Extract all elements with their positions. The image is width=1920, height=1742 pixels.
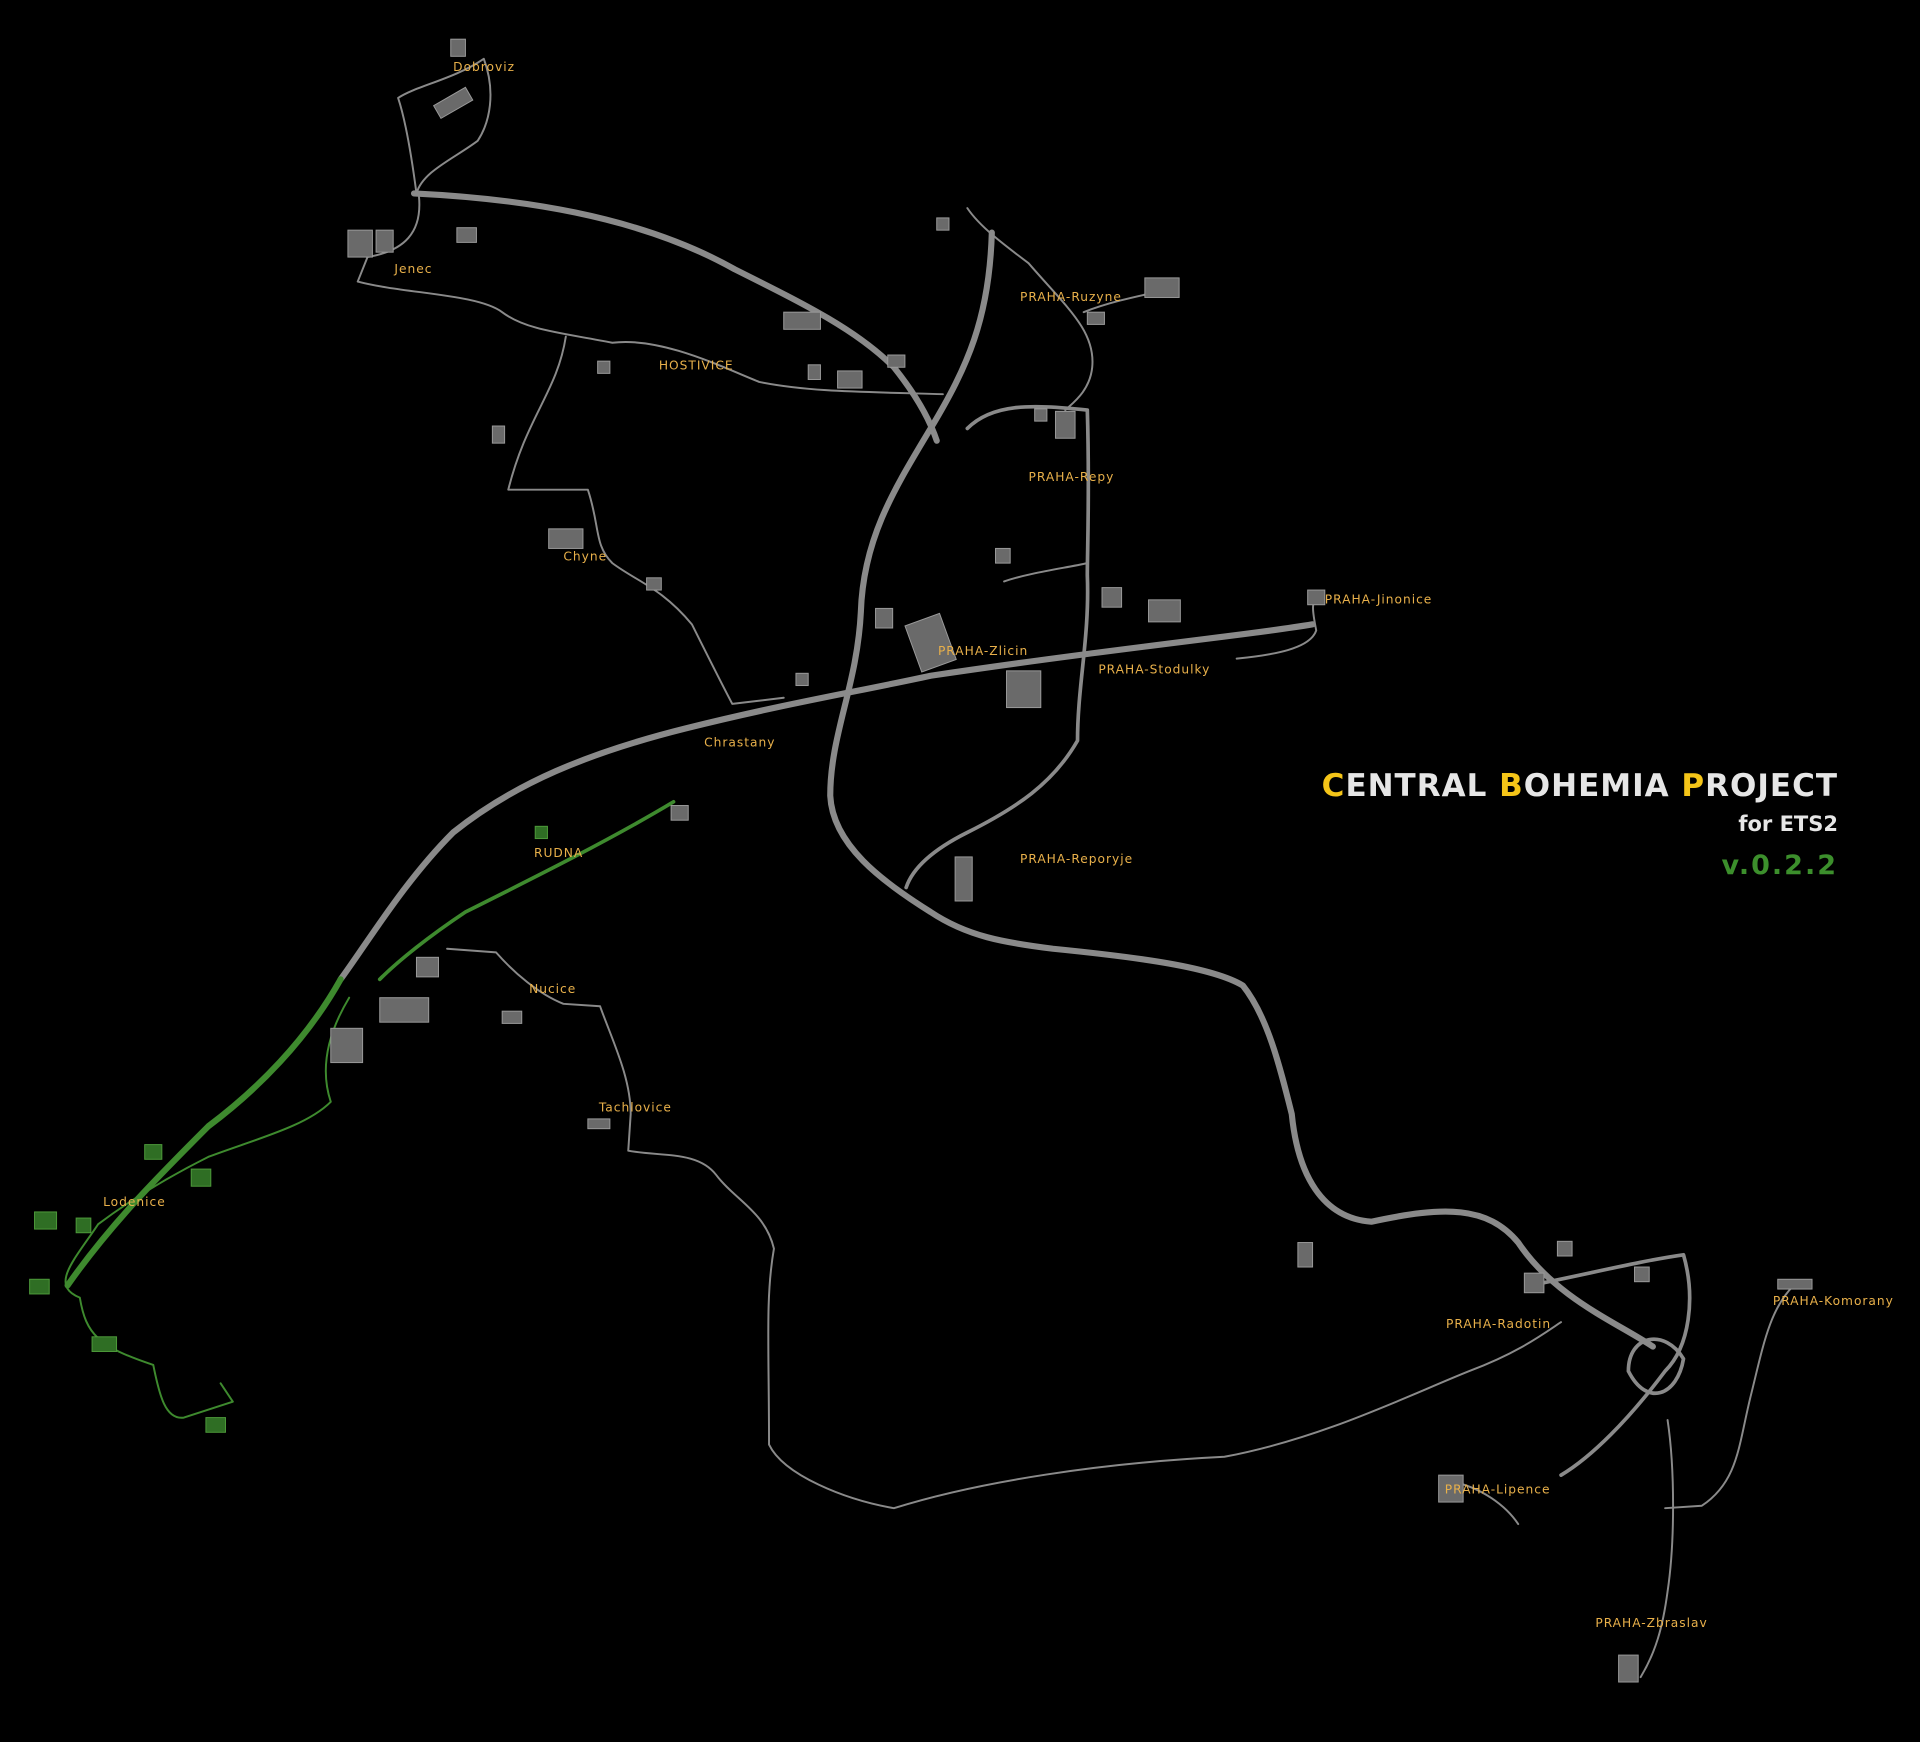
road-lodenice-explored [64, 996, 351, 1419]
road-rudna-explored [377, 799, 676, 982]
building [450, 38, 466, 57]
road-radotin-loop [1626, 1337, 1686, 1395]
building-explored [75, 1217, 92, 1234]
building [670, 805, 689, 821]
building [646, 577, 662, 591]
building [995, 547, 1011, 564]
road-chyne [507, 335, 785, 705]
building [347, 229, 373, 258]
label-lodenice[interactable]: Lodenice [103, 1195, 166, 1209]
project-title-block: CENTRAL BOHEMIA PROJECT for ETS2 v.0.2.2 [1322, 768, 1838, 881]
building [936, 217, 950, 231]
buildings [29, 38, 1813, 1683]
title-initial: C [1321, 768, 1346, 804]
label-chrastany[interactable]: Chrastany [704, 736, 775, 750]
project-version: v.0.2.2 [1721, 850, 1838, 881]
label-tachlovice[interactable]: Tachlovice [598, 1101, 672, 1115]
label-praha-radotin[interactable]: PRAHA-Radotin [1446, 1317, 1551, 1331]
label-praha-zlicin[interactable]: PRAHA-Zlicin [938, 644, 1028, 658]
road-ruzyne [966, 207, 1094, 412]
motorway-d5-explored [64, 976, 344, 1289]
label-jenec[interactable]: Jenec [393, 262, 432, 276]
project-title: CENTRAL BOHEMIA PROJECT [1322, 768, 1838, 804]
building [1307, 589, 1326, 606]
label-praha-komorany[interactable]: PRAHA-Komorany [1773, 1294, 1894, 1308]
building-explored [190, 1168, 212, 1187]
label-hostivice[interactable]: HOSTIVICE [659, 359, 734, 373]
building [1086, 311, 1105, 325]
label-praha-jinonice[interactable]: PRAHA-Jinonice [1325, 593, 1433, 607]
building [375, 229, 394, 253]
building [330, 1027, 364, 1064]
building [1101, 587, 1123, 608]
title-word: ENTRAL [1345, 768, 1488, 804]
place-labels: Dobroviz Jenec HOSTIVICE PRAHA-Ruzyne PR… [103, 60, 1894, 1630]
building [807, 364, 821, 380]
building-explored [144, 1144, 163, 1160]
label-dobroviz[interactable]: Dobroviz [453, 60, 515, 74]
label-rudna[interactable]: RUDNA [534, 846, 583, 860]
building [904, 612, 957, 673]
building [587, 1118, 611, 1130]
title-word: ROJECT [1705, 768, 1838, 804]
building [1297, 1242, 1314, 1268]
motorway-d5 [337, 621, 1316, 983]
label-praha-lipence[interactable]: PRAHA-Lipence [1445, 1482, 1551, 1496]
building [491, 425, 506, 444]
building-explored [534, 825, 548, 840]
label-praha-reporyje[interactable]: PRAHA-Reporyje [1020, 852, 1133, 866]
building-explored [34, 1211, 58, 1230]
road-jenec [356, 194, 944, 396]
building [887, 354, 906, 368]
building [875, 607, 894, 629]
road-komorany [1664, 1284, 1795, 1510]
label-praha-zbraslav[interactable]: PRAHA-Zbraslav [1595, 1616, 1707, 1630]
title-word: OHEMIA [1523, 768, 1670, 804]
building [1618, 1654, 1639, 1683]
label-praha-ruzyne[interactable]: PRAHA-Ruzyne [1020, 290, 1122, 304]
building [548, 528, 584, 549]
building [1054, 410, 1076, 439]
building [432, 86, 474, 120]
building [501, 1010, 523, 1024]
building [456, 227, 477, 243]
building-explored [91, 1336, 118, 1352]
building [837, 370, 863, 389]
building [1006, 670, 1042, 709]
road-zbraslav [1639, 1419, 1675, 1679]
building [1556, 1240, 1573, 1257]
building [1777, 1278, 1813, 1290]
road-dobroviz [397, 57, 492, 195]
label-praha-repy[interactable]: PRAHA-Repy [1029, 470, 1115, 484]
title-initial: B [1499, 768, 1524, 804]
label-chyne[interactable]: Chyne [563, 550, 607, 564]
building [1634, 1266, 1650, 1283]
project-subtitle: for ETS2 [1738, 812, 1838, 836]
motorway-ring-west [827, 229, 1656, 1350]
motorway-d6 [410, 190, 940, 444]
building [795, 672, 809, 687]
label-praha-stodulky[interactable]: PRAHA-Stodulky [1098, 662, 1210, 676]
building [1144, 277, 1180, 298]
road-radotin [1528, 1252, 1692, 1477]
title-initial: P [1681, 768, 1706, 804]
road-repy-west [1003, 562, 1089, 583]
building [1034, 408, 1048, 422]
building [415, 956, 439, 978]
building [1523, 1272, 1545, 1294]
label-nucice[interactable]: Nucice [529, 982, 576, 996]
building [954, 856, 973, 902]
building [597, 360, 611, 374]
building [783, 311, 821, 330]
building-explored [29, 1278, 50, 1295]
building-explored [205, 1417, 226, 1433]
road-ring-east [904, 404, 1091, 890]
building [1148, 599, 1181, 623]
road-nucice [446, 947, 1563, 1510]
building [379, 997, 430, 1023]
building [1438, 1474, 1464, 1503]
